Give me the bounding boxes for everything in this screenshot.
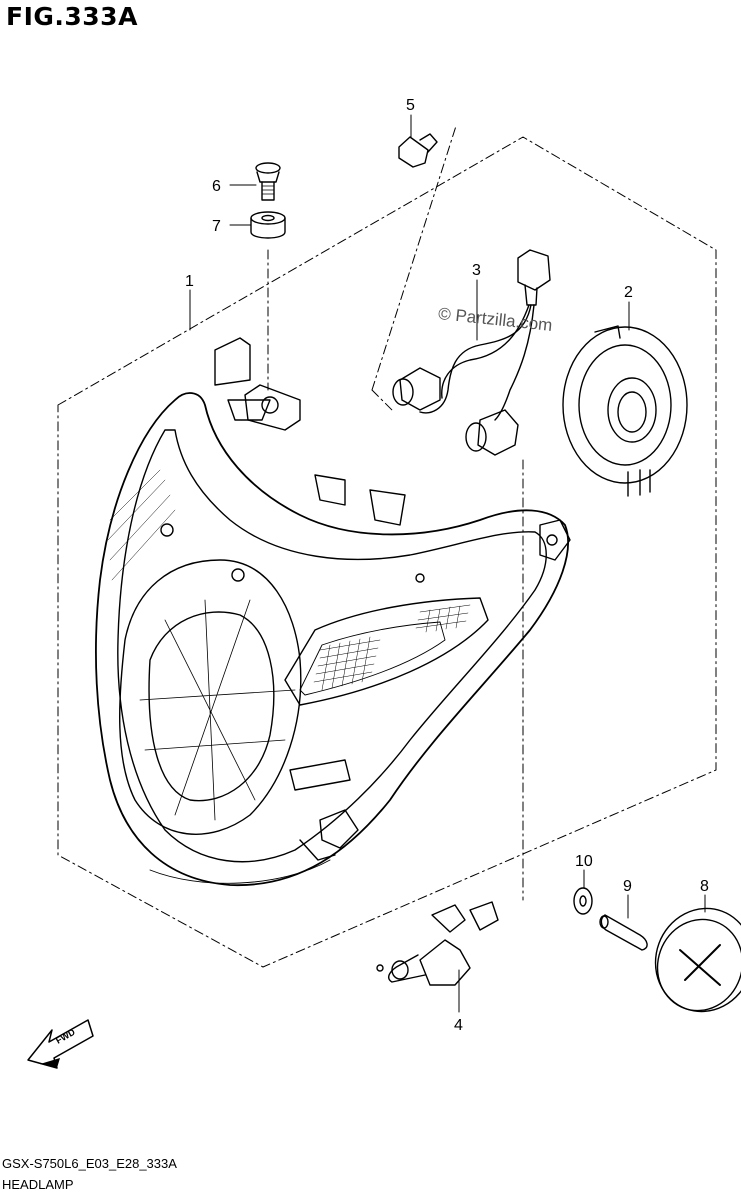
cap-part	[654, 907, 741, 1013]
callout-8: 8	[700, 878, 709, 895]
figure-code: GSX-S750L6_E03_E28_333A	[2, 1156, 177, 1171]
callout-9: 9	[623, 878, 632, 895]
callout-1: 1	[185, 273, 194, 290]
adjust-bolt-part	[599, 914, 648, 951]
callout-3: 3	[472, 262, 481, 279]
headlamp-housing	[95, 337, 571, 886]
socket-cover-part	[562, 325, 688, 497]
fwd-arrow-icon: FWD	[27, 1019, 94, 1069]
socket-harness-part	[392, 249, 551, 456]
figure-name: HEADLAMP	[2, 1177, 74, 1192]
callout-10: 10	[575, 853, 593, 870]
figure-title: FIG.333A	[6, 2, 138, 31]
screw-part	[255, 162, 281, 201]
position-bulb-part	[398, 133, 438, 168]
callout-2: 2	[624, 284, 633, 301]
callout-4: 4	[454, 1017, 463, 1034]
cushion-part	[250, 211, 286, 239]
assembly-boundary	[57, 136, 717, 968]
washer-part	[573, 887, 593, 915]
wiring-boundary	[371, 125, 457, 391]
callout-5: 5	[406, 97, 415, 114]
callout-7: 7	[212, 218, 221, 235]
headlamp-bulb-part	[376, 901, 499, 986]
callout-6: 6	[212, 178, 221, 195]
